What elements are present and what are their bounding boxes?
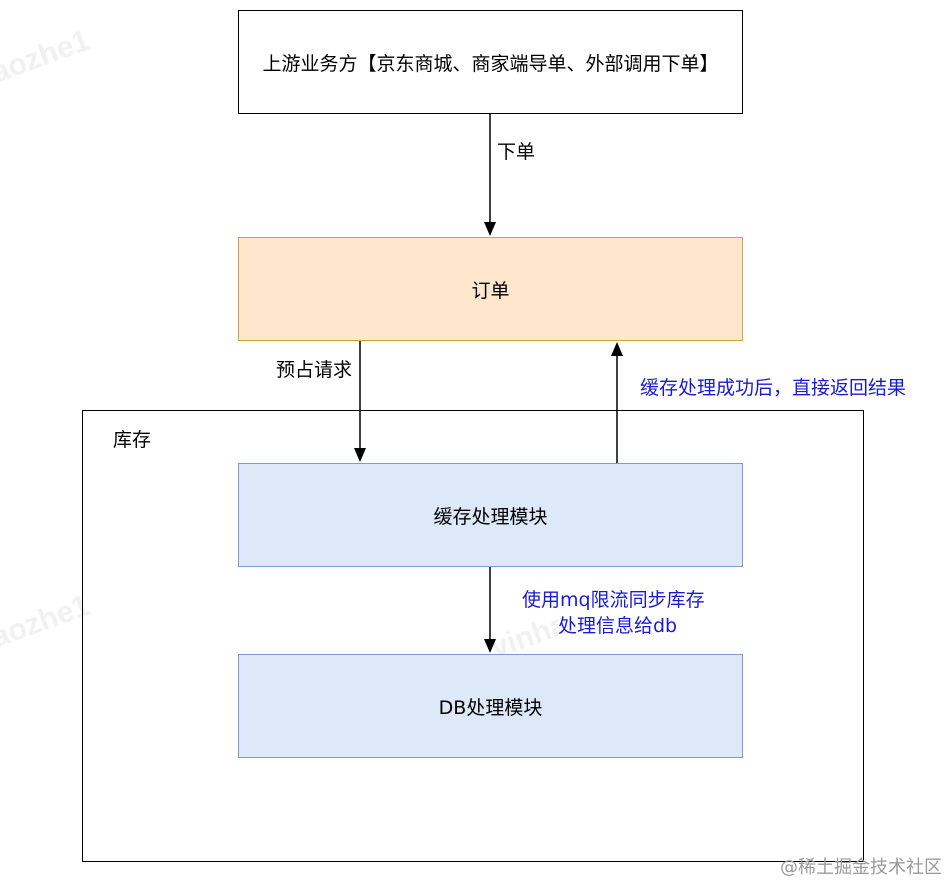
mq-sync-label-line2: 处理信息给db xyxy=(558,611,678,638)
order-label: 订单 xyxy=(471,279,510,302)
inventory-container xyxy=(82,410,864,862)
footer-watermark: @稀土掘金技术社区 xyxy=(780,857,942,878)
cache-module-node: 缓存处理模块 xyxy=(238,463,743,567)
place-order-label: 下单 xyxy=(497,141,536,163)
reserve-request-arrowhead xyxy=(354,448,366,462)
mq-sync-label-line1: 使用mq限流同步库存 xyxy=(522,585,705,612)
db-module-node: DB处理模块 xyxy=(238,654,743,758)
upstream-label: 上游业务方【京东商城、商家端导单、外部调用下单】 xyxy=(262,52,719,75)
cache-module-label: 缓存处理模块 xyxy=(433,505,548,528)
inventory-label: 库存 xyxy=(113,429,152,451)
mq-sync-arrowhead xyxy=(484,639,496,653)
reserve-request-label: 预占请求 xyxy=(276,355,353,382)
cache-success-arrowhead xyxy=(611,342,623,356)
cache-success-label: 缓存处理成功后，直接返回结果 xyxy=(640,373,907,400)
place-order-arrowhead xyxy=(484,222,496,236)
order-node: 订单 xyxy=(238,237,743,341)
db-module-label: DB处理模块 xyxy=(438,696,543,719)
upstream-node: 上游业务方【京东商城、商家端导单、外部调用下单】 xyxy=(238,10,743,114)
